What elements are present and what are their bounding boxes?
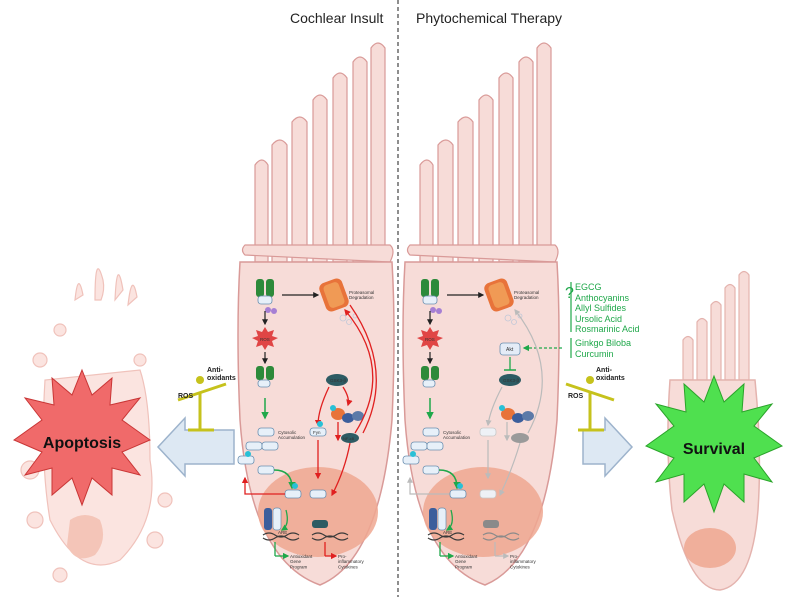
antioxidants-balance-left: Anti-oxidants: [207, 367, 236, 382]
phyto-curcumin: Curcumin: [575, 348, 614, 359]
are-label-right: ARE: [443, 530, 452, 535]
gsk3b-label-right: GSK3-β: [503, 378, 520, 383]
pathway-left: [237, 278, 377, 560]
arrow-to-apoptosis: [156, 416, 235, 478]
phytochemicals-list-1: EGCG Anthocyanins Allyl Sulfides Ursolic…: [575, 282, 640, 335]
survival-star: [644, 374, 784, 514]
antioxidants-balance-right: Anti-oxidants: [596, 367, 625, 382]
gsk3b-label-left: GSK3-β: [330, 378, 347, 383]
fyn-label: Fyn: [313, 430, 321, 435]
hair-cell-left: [237, 42, 395, 586]
hair-cell-right: [402, 42, 560, 586]
phyto-anthocyanins: Anthocyanins: [575, 292, 630, 303]
are-label-left: ARE: [278, 530, 287, 535]
ros-burst-left: [252, 327, 278, 350]
akt-label: Akt: [506, 347, 514, 353]
pathway-right: [402, 278, 562, 560]
balance-right: [565, 376, 615, 432]
question-mark: ?: [565, 285, 574, 302]
arrow-to-survival: [582, 416, 634, 478]
phyto-egcg: EGCG: [575, 282, 602, 292]
ros-balance-right: ROS: [568, 393, 584, 400]
phytochemicals-list-2: Ginkgo Biloba Curcumin: [575, 338, 631, 359]
ros-balance-left: ROS: [178, 393, 194, 400]
ros-label-left: ROS: [260, 337, 270, 342]
header-cochlear-insult: Cochlear Insult: [290, 10, 384, 26]
phyto-allyl-sulfides: Allyl Sulfides: [575, 303, 627, 313]
phyto-ursolic-acid: Ursolic Acid: [575, 313, 623, 324]
apoptosis-star: [12, 368, 152, 507]
ros-label-right: ROS: [425, 337, 435, 342]
header-phytochemical-therapy: Phytochemical Therapy: [416, 10, 563, 26]
phyto-rosmarinic-acid: Rosmarinic Acid: [575, 324, 640, 334]
balance-left: [177, 376, 227, 432]
keap1-nrf2-complex-left: [256, 279, 277, 314]
apoptosis-label: Apoptosis: [43, 435, 121, 452]
survival-label: Survival: [683, 441, 745, 458]
proteasome-left: [319, 278, 349, 312]
phyto-ginkgo-biloba: Ginkgo Biloba: [575, 338, 632, 348]
nfkb-label: NF-κB: [343, 436, 355, 441]
